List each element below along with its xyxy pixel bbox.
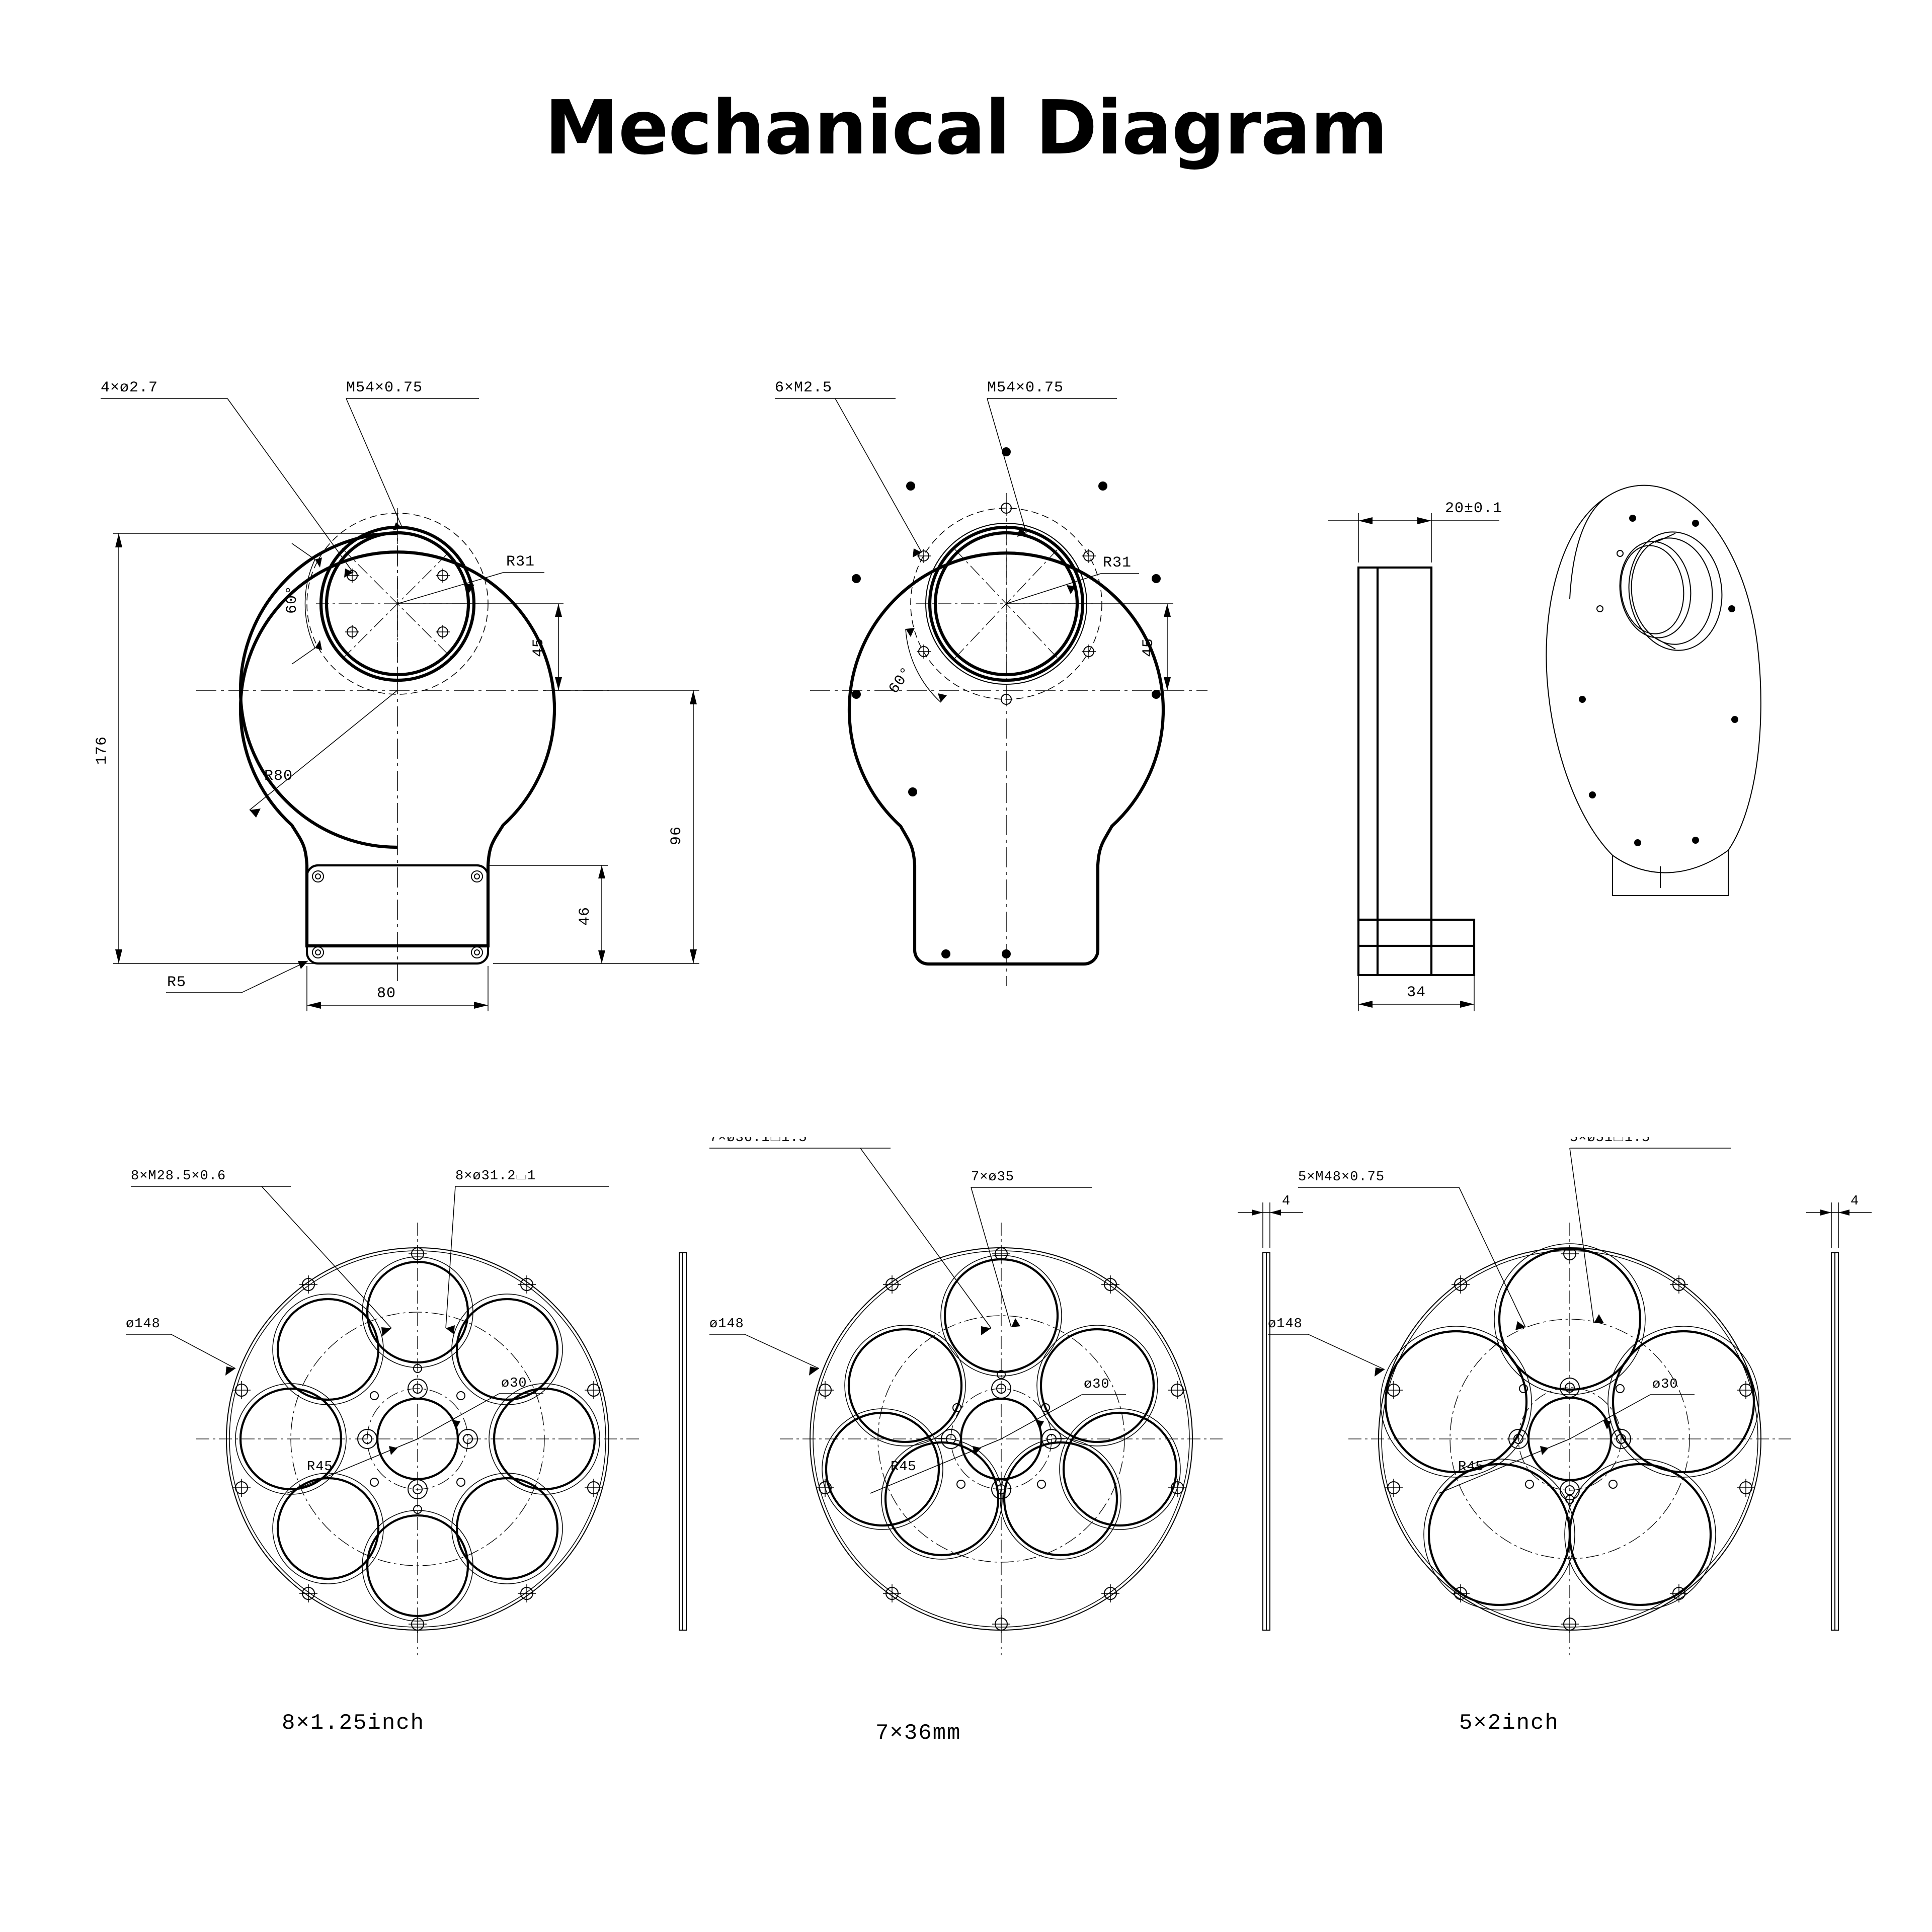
wheel3-thread-label: 5×M48×0.75 [1298,1170,1385,1185]
side-section-view: 20±0.1 34 [1298,362,1560,1016]
dim-45: 45 [397,603,564,690]
wheel1-edge-profile [679,1252,687,1631]
wheel3-boltcircle-label: ø148 [1268,1317,1303,1332]
rear-thread-m54-leader: M54×0.75 [987,379,1117,537]
rear-dim-45: 45 [1006,603,1173,690]
wheel1-boltcircle-leader: ø148 [126,1317,236,1376]
filter-wheel-7x36mm: 7×ø36.1⌴1.5 7×ø35 ø148 ø30 R45 [709,1137,1313,1660]
wheel3-edge-profile: 4 [1806,1194,1872,1631]
dim-96: 96 [493,690,699,964]
thread-m54-leader: M54×0.75 [346,379,479,530]
filter-wheel-5x2inch: 5×M48×0.75 5×ø51⌴1.5 ø148 ø30 R45 [1268,1137,1882,1660]
filter-wheel-8x125inch: 8×M28.5×0.6 8×ø31.2⌴1 ø148 ø30 R45 [126,1157,730,1660]
optical-port [306,508,489,695]
wheel3-radius-leader: R45 [1438,1438,1570,1494]
wheel2-caption: 7×36mm [875,1721,961,1746]
wheel2-radius-label: R45 [891,1460,917,1475]
wheel3-apertures [1380,1243,1759,1611]
dim-96-label: 96 [668,826,685,845]
wheel2-boltcircle-label: ø148 [709,1317,744,1332]
wheel1-radius-leader: R45 [286,1438,418,1494]
dim-34-label: 34 [1407,984,1426,1001]
dim-80: 80 [306,966,489,1011]
connector-block [305,864,490,965]
page-title: Mechanical Diagram [544,85,1388,171]
wheel1-rim-screws [232,1245,603,1633]
rear-angle-60-label: 60° [886,664,916,697]
wheel3-thread-leader: 5×M48×0.75 [1298,1170,1526,1330]
holes-4x-leader: 4×ø2.7 [101,379,354,578]
dim-176-label: 176 [94,736,111,765]
radius-r31-leader: R31 [397,553,544,604]
wheel2-apertures [844,1255,1158,1560]
radius-r5-leader: R5 [166,960,308,993]
dim-20-label: 20±0.1 [1445,500,1502,517]
isometric-view [1530,397,1791,991]
dim-80-label: 80 [377,985,396,1002]
wheel3-counterbore-leader: 5×ø51⌴1.5 [1569,1137,1731,1324]
rear-body-screws [852,447,1161,958]
wheel1-thread-leader: 8×M28.5×0.6 [131,1169,392,1336]
wheel2-counterbore-label: 7×ø36.1⌴1.5 [709,1137,808,1146]
wheel2-edge-profile: 4 [1238,1194,1303,1631]
wheel3-thickness-label: 4 [1850,1194,1859,1209]
angle-60-dimension: 60° [284,543,322,665]
wheel2-thickness-label: 4 [1282,1194,1291,1209]
wheel2-throughhole-label: 7×ø35 [971,1170,1014,1185]
front-view-housing: 60° 4×ø2.7 M54×0.75 R31 [91,362,755,1016]
wheel3-rim-screws [1385,1245,1755,1633]
wheel2-counterbore-leader: 7×ø36.1⌴1.5 [709,1137,992,1335]
wheel3-centerbore-leader: ø30 [1569,1377,1695,1439]
rear-radius-r31-label: R31 [1103,554,1132,572]
wheel2-boltcircle-leader: ø148 [709,1317,820,1376]
radius-r80-leader: R80 [249,690,398,818]
wheel3-boltcircle-leader: ø148 [1268,1317,1385,1377]
threads-6x-label: 6×M2.5 [775,379,832,396]
wheel2-centerbore-label: ø30 [1084,1377,1110,1392]
wheel1-centerbore-leader: ø30 [417,1376,543,1439]
wheel1-thread-label: 8×M28.5×0.6 [131,1169,226,1184]
threads-6x-leader: 6×M2.5 [775,379,922,557]
dim-46-label: 46 [577,907,594,926]
wheel2-apertures-extra [822,1408,1181,1530]
wheel3-centerbore-label: ø30 [1652,1377,1678,1392]
thread-m54-label: M54×0.75 [346,379,423,396]
rear-port-threads [917,503,1096,705]
rear-dim-45-label: 45 [1140,638,1157,657]
rear-view-housing: 60° 6×M2.5 M54×0.75 R31 [745,362,1258,1016]
wheel3-counterbore-label: 5×ø51⌴1.5 [1570,1137,1650,1146]
dim-20: 20±0.1 [1328,500,1502,562]
rear-thread-m54-label: M54×0.75 [987,379,1064,396]
wheel1-centerbore-label: ø30 [501,1376,527,1391]
wheel1-counterbore-leader: 8×ø31.2⌴1 [445,1169,609,1334]
wheel2-centerbore-leader: ø30 [1001,1377,1126,1439]
wheel1-caption: 8×1.25inch [282,1711,425,1736]
dim-46: 46 [488,865,608,963]
rear-radius-r31-leader: R31 [1006,554,1139,604]
wheel3-micro-holes [1519,1384,1625,1504]
wheel1-boltcircle-label: ø148 [126,1317,160,1332]
wheel2-throughhole-leader: 7×ø35 [971,1170,1092,1328]
holes-4x-label: 4×ø2.7 [101,379,158,396]
dim-45-label: 45 [530,638,547,657]
wheel3-caption: 5×2inch [1459,1711,1559,1736]
radius-r80-label: R80 [264,768,293,785]
rear-housing-outline [847,551,1165,966]
side-body-profile [1357,566,1476,977]
angle-60-label: 60° [284,585,301,614]
wheel1-counterbore-label: 8×ø31.2⌴1 [455,1169,536,1184]
dim-34: 34 [1358,975,1475,1011]
radius-r5-label: R5 [167,974,186,991]
radius-r31-label: R31 [506,553,535,571]
wheel3-radius-label: R45 [1458,1460,1484,1475]
isometric-body [1546,485,1761,896]
dim-176: 176 [94,533,408,964]
wheel1-radius-label: R45 [307,1460,333,1475]
wheel2-radius-leader: R45 [870,1438,1002,1494]
